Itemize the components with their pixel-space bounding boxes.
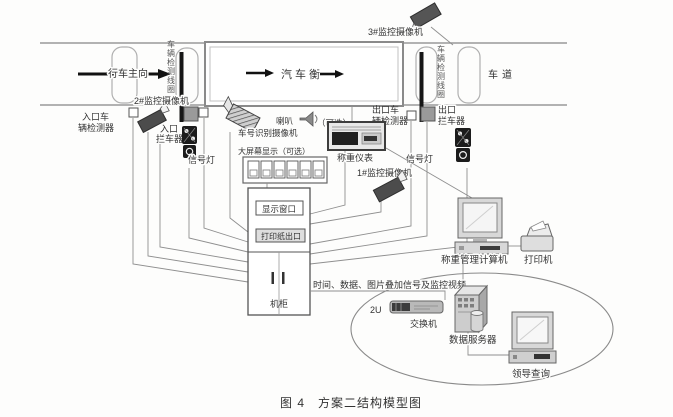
direction-label: 行车主向 xyxy=(108,67,148,80)
entrance-signal-label: 信号灯 xyxy=(188,154,215,165)
server-label: 数据服务器 xyxy=(449,334,497,346)
loop-label-right: 车辆检测线圈 xyxy=(437,44,446,99)
plate-camera-label: 车号识别摄像机 xyxy=(238,128,298,138)
door-handle xyxy=(271,272,274,284)
cabinet-label: 机柜 xyxy=(270,298,288,309)
entrance-barrier-label-2: 拦车器 xyxy=(156,133,183,144)
computer-label: 称重管理计算机 xyxy=(441,254,508,266)
rack-unit-label: 2U xyxy=(370,305,382,315)
lane-label: 车道 xyxy=(488,68,516,81)
cable-fan-left xyxy=(132,118,249,283)
camera3-icon xyxy=(409,2,442,34)
exit-detector-sensor xyxy=(406,110,417,121)
scale-label: 汽车衡 xyxy=(281,67,323,81)
horn-icon xyxy=(299,111,318,127)
detector-loop xyxy=(415,46,438,104)
exit-detector-label-1: 出口车 xyxy=(372,104,399,115)
entrance-barrier-label-1: 入口 xyxy=(160,124,178,134)
camera2-icon xyxy=(137,102,170,134)
entrance-signal-light xyxy=(182,126,197,158)
entrance-detector-label-1: 入口车 xyxy=(82,111,109,122)
big-screen-display: 大屏幕显示（可选） xyxy=(237,145,328,189)
door-handle xyxy=(282,272,285,284)
exit-barrier-arm xyxy=(419,52,424,122)
instrument-label: 称重仪表 xyxy=(337,152,373,163)
overlay-signal-label: 时间、数据、图片叠加信号及监控视频 xyxy=(313,279,466,290)
main-direction-arrow xyxy=(78,69,171,79)
paper-outlet-label: 打印纸出口 xyxy=(261,231,301,241)
exit-detector-label-2: 辆检测器 xyxy=(372,115,408,126)
camera1-group: 1#监控摄像机 xyxy=(356,166,414,203)
figure-caption: 图 4 方案二结构模型图 xyxy=(280,395,422,410)
query-label: 领导查询 xyxy=(512,368,550,380)
network-group: 时间、数据、图片叠加信号及监控视频 2U 交换机 数据服务器 xyxy=(310,254,614,386)
entrance-detector-sensor xyxy=(128,107,139,118)
weighing-instrument: 称重仪表 xyxy=(327,106,386,165)
paper-outlet-box xyxy=(255,228,306,243)
scale-arrow-left xyxy=(246,69,274,77)
query-computer xyxy=(508,311,557,364)
horn-label: 喇叭 xyxy=(276,116,294,126)
exit-signal-light xyxy=(455,128,471,162)
road-lanes: 行车主向 车道 车辆检测线圈 车辆检测线圈 xyxy=(40,39,567,122)
printer: 打印机 xyxy=(508,220,555,268)
detector-loop xyxy=(175,47,199,104)
entrance-group: 2#监控摄像机 入口车 辆检测器 入口 拦车器 信号灯 xyxy=(78,94,217,167)
entrance-detector-sensor xyxy=(198,107,209,118)
exit-barrier-box xyxy=(420,106,436,122)
display-window-box xyxy=(255,200,304,216)
camera1-icon xyxy=(372,169,408,203)
switch-device xyxy=(389,300,444,314)
exit-signal-label: 信号灯 xyxy=(406,153,433,164)
server-device xyxy=(453,284,489,334)
management-computer: 称重管理计算机 xyxy=(385,147,510,268)
camera3-label: 3#监控摄像机 xyxy=(368,26,423,37)
weighbridge-platform: 汽车衡 xyxy=(204,41,404,107)
exit-barrier-label-1: 出口 xyxy=(438,104,456,115)
printer-label: 打印机 xyxy=(524,254,553,266)
lane-loop xyxy=(457,46,481,104)
cabinet: 显示窗口 打印纸出口 机柜 xyxy=(247,187,311,316)
entrance-detector-label-2: 辆检测器 xyxy=(78,122,114,133)
exit-barrier-label-2: 拦车器 xyxy=(438,115,465,126)
loop-label-left: 车辆检测线圈 xyxy=(167,39,176,94)
display-window-label: 显示窗口 xyxy=(262,204,296,214)
entrance-barrier-box xyxy=(183,106,199,122)
big-screen-label: 大屏幕显示（可选） xyxy=(238,146,310,156)
scale-arrow-right xyxy=(320,70,344,78)
plate-camera-icon xyxy=(223,95,261,133)
exit-group: 3#监控摄像机 出口车 辆检测器 出口 拦车器 信号灯 xyxy=(367,2,471,166)
switch-label: 交换机 xyxy=(410,318,437,329)
entrance-barrier-arm xyxy=(179,52,184,122)
camera2-label: 2#监控摄像机 xyxy=(134,95,189,106)
